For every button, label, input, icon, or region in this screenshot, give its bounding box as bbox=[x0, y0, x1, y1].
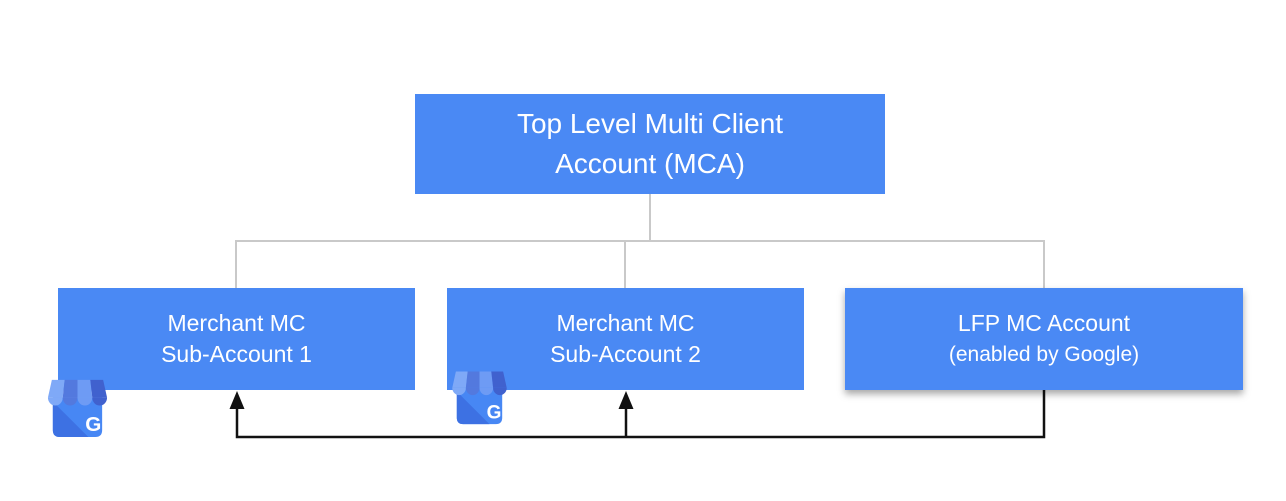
node-label-line: LFP MC Account bbox=[957, 310, 1131, 336]
arrowhead-up-icon bbox=[229, 391, 245, 409]
node-label-line: (enabled by Google) bbox=[948, 343, 1140, 366]
node-label-line: Account (MCA) bbox=[555, 148, 745, 179]
arrow-connector-lfp-to-subaccounts bbox=[235, 390, 1046, 439]
node-merchant-sub-account-1: Merchant MC Sub-Account 1 bbox=[58, 288, 415, 390]
arrowhead-up-icon bbox=[618, 391, 634, 409]
node-label-line: Merchant MC bbox=[556, 310, 695, 336]
node-lfp-mc-account: LFP MC Account (enabled by Google) bbox=[845, 288, 1243, 390]
google-my-business-icon: G bbox=[452, 371, 507, 425]
node-top-level-mca: Top Level Multi Client Account (MCA) bbox=[415, 94, 885, 194]
node-label-line: Sub-Account 2 bbox=[550, 341, 701, 367]
node-label-line: Sub-Account 1 bbox=[161, 341, 312, 367]
google-my-business-icon: G bbox=[47, 379, 108, 438]
node-label-line: Merchant MC bbox=[167, 310, 306, 336]
tree-connector-mca-to-children bbox=[235, 194, 1045, 288]
node-merchant-sub-account-2: Merchant MC Sub-Account 2 bbox=[447, 288, 804, 390]
google-g-letter: G bbox=[487, 403, 502, 424]
google-g-letter: G bbox=[85, 413, 101, 436]
node-label-line: Top Level Multi Client bbox=[516, 108, 784, 139]
